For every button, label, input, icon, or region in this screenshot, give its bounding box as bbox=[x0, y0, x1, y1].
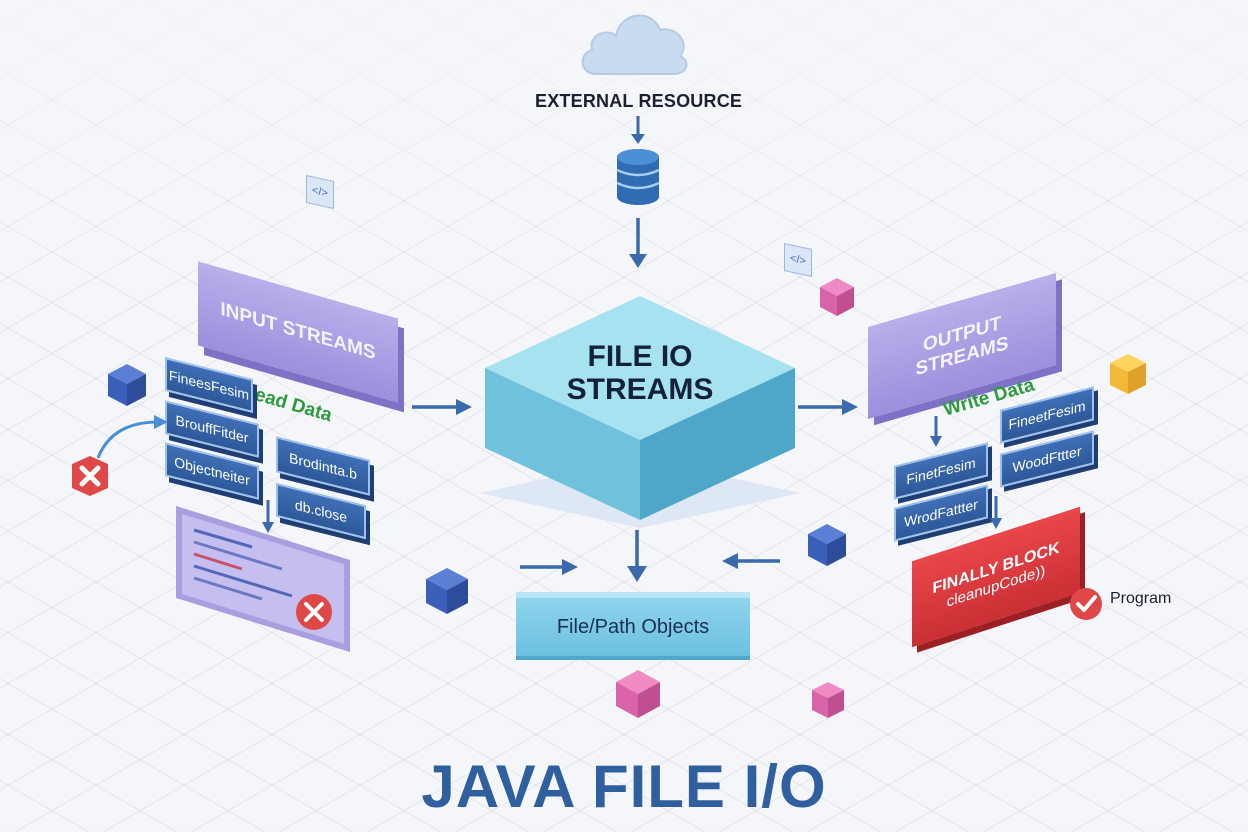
blue-cube bbox=[426, 568, 468, 614]
pink-cube bbox=[812, 682, 844, 718]
arrow-left-filepath bbox=[722, 553, 780, 569]
arrow-down-center bbox=[627, 530, 647, 582]
code-icon: </> bbox=[306, 175, 334, 209]
arrow-down-2 bbox=[629, 218, 647, 268]
file-io-streams-block bbox=[480, 296, 800, 528]
blue-cube bbox=[808, 524, 846, 566]
code-icon: </> bbox=[784, 243, 812, 277]
page-title: JAVA FILE I/O bbox=[421, 753, 827, 820]
yellow-cube bbox=[1110, 354, 1146, 394]
error-icon bbox=[72, 456, 108, 496]
center-title-line1: FILE IO bbox=[587, 340, 693, 373]
pink-cube bbox=[616, 670, 660, 718]
file-path-objects-label: File/Path Objects bbox=[556, 615, 710, 638]
center-title-line2: STREAMS bbox=[566, 373, 714, 406]
arrow-down-1 bbox=[631, 116, 645, 144]
arrow-down-input bbox=[262, 500, 274, 533]
file-path-objects-box: File/Path Objects bbox=[516, 592, 750, 656]
arrow-right-output bbox=[798, 399, 858, 415]
arrow-down-output-2 bbox=[990, 496, 1002, 529]
cloud-icon bbox=[581, 14, 688, 75]
arrow-right-input bbox=[412, 399, 472, 415]
arrow-down-output-1 bbox=[930, 416, 942, 447]
check-icon bbox=[1070, 588, 1102, 620]
input-streams-title: INPUT STREAMS bbox=[220, 298, 376, 365]
program-label: Program bbox=[1110, 590, 1172, 607]
code-icon-text-left: </> bbox=[312, 184, 328, 200]
code-error-panel bbox=[176, 506, 350, 652]
arrow-right-filepath bbox=[520, 559, 578, 575]
external-resource-label: EXTERNAL RESOURCE bbox=[535, 91, 743, 111]
code-icon-text-right: </> bbox=[790, 252, 806, 268]
pink-cube bbox=[820, 278, 854, 316]
input-tag-text: Brodintta.b bbox=[289, 449, 357, 483]
curved-arrow bbox=[96, 415, 168, 459]
database-icon bbox=[616, 149, 660, 205]
blue-cube bbox=[108, 364, 146, 406]
